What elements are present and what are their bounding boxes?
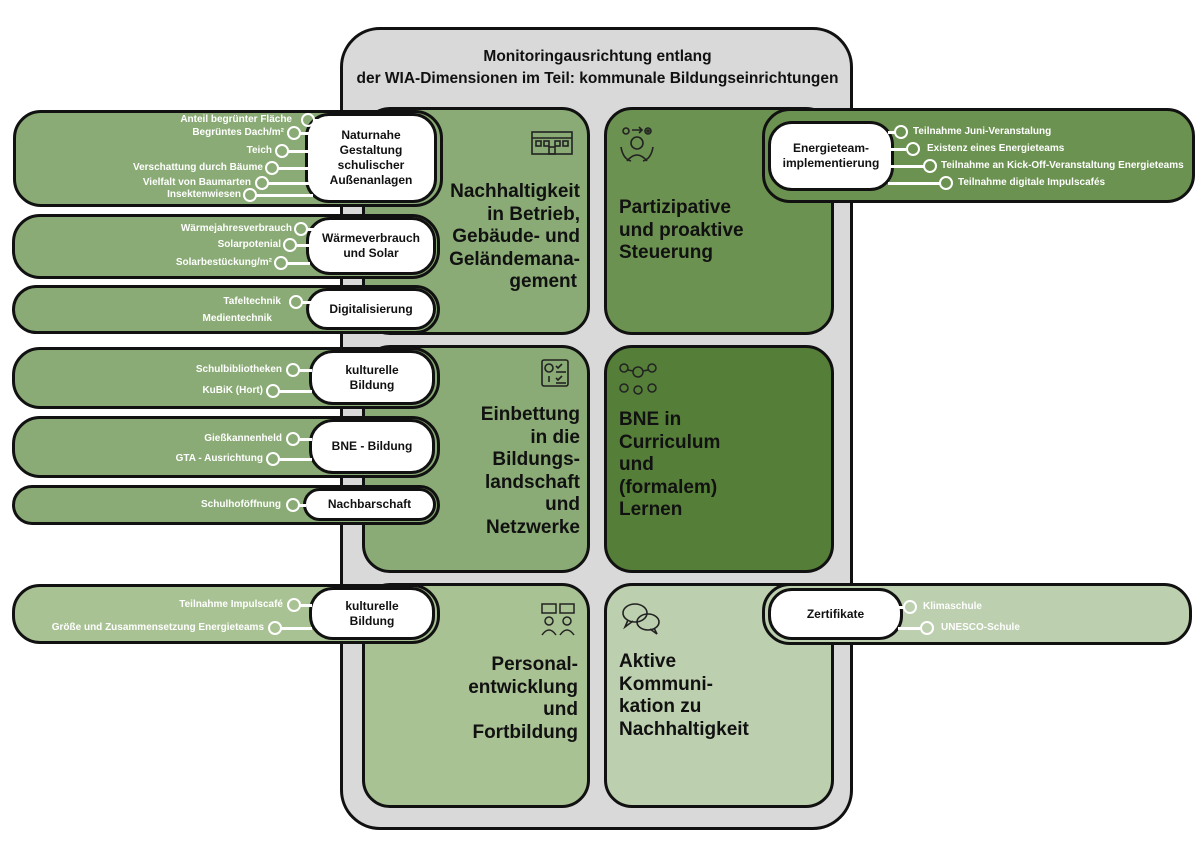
indicator-connector-line xyxy=(280,627,312,630)
indicator-connector-line xyxy=(278,458,312,461)
indicator-connector-line xyxy=(888,131,896,134)
people-network-icon xyxy=(616,360,660,398)
label-energieteam-implementierung: Energieteam-implementierung xyxy=(768,121,894,191)
indicator-existenz-energieteam: Existenz eines Energieteams xyxy=(927,143,1065,154)
label-zertifikate: Zertifikate xyxy=(768,588,903,640)
indicator-connector-dot xyxy=(906,142,920,156)
label-nachbarschaft: Nachbarschaft xyxy=(303,488,436,521)
indicator-kick-off-energieteams: Teilnahme an Kick-Off-Veranstaltung Ener… xyxy=(941,160,1184,171)
indicator-connector-line xyxy=(888,182,940,185)
indicator-connector-line xyxy=(313,119,323,122)
indicator-giesskannenheld: Gießkannenheld xyxy=(204,433,282,444)
indicator-connector-line xyxy=(306,228,316,231)
indicator-verschattung: Verschattung durch Bäume xyxy=(132,162,263,173)
indicator-kubik-hort: KuBiK (Hort) xyxy=(202,385,263,396)
indicator-connector-line xyxy=(898,627,920,630)
indicator-connector-line xyxy=(278,390,312,393)
indicator-waermejahresverbrauch: Wärmejahresverbrauch xyxy=(180,223,292,234)
indicator-klimaschule: Klimaschule xyxy=(923,601,982,612)
indicator-gta-ausrichtung: GTA - Ausrichtung xyxy=(175,453,263,464)
indicator-connector-line xyxy=(255,194,313,197)
indicator-insektenwiesen: Insektenwiesen xyxy=(167,189,241,200)
speech-bubbles-icon xyxy=(620,600,662,636)
quadrant-curriculum xyxy=(604,345,834,573)
indicator-connector-dot xyxy=(923,159,937,173)
indicator-connector-line xyxy=(277,167,313,170)
indicator-teich: Teich xyxy=(246,145,272,156)
indicator-connector-line xyxy=(888,148,906,151)
indicator-schulhofoeffnung: Schulhoföffnung xyxy=(201,499,281,510)
title-line-2: der WIA-Dimensionen im Teil: kommunale B… xyxy=(356,70,839,87)
indicator-tafeltechnik: Tafeltechnik xyxy=(223,296,281,307)
indicator-connector-line xyxy=(298,504,306,507)
indicator-unesco-schule: UNESCO-Schule xyxy=(941,622,1020,633)
indicator-connector-dot xyxy=(894,125,908,139)
checklist-icon xyxy=(540,358,576,390)
indicator-connector-line xyxy=(298,438,312,441)
participation-head-icon xyxy=(617,125,657,165)
indicator-solarpotenial: Solarpotenial xyxy=(217,239,281,250)
indicator-digitale-impulscafes: Teilnahme digitale Impulscafés xyxy=(958,177,1106,188)
indicator-connector-line xyxy=(299,604,312,607)
indicator-connector-dot xyxy=(939,176,953,190)
indicator-connector-line xyxy=(287,150,313,153)
indicator-connector-dot xyxy=(903,600,917,614)
indicator-connector-line xyxy=(299,132,313,135)
indicator-solarbestueckung: Solarbestückung/m² xyxy=(175,257,272,268)
title-line-1: Monitoringausrichtung entlang xyxy=(483,48,712,65)
indicator-medientechnik: Medientechnik xyxy=(202,313,272,324)
label-bne-bildung: BNE - Bildung xyxy=(309,419,435,474)
indicator-teilnahme-impulscafe: Teilnahme Impulscafé xyxy=(179,599,283,610)
indicator-schulbibliotheken: Schulbibliotheken xyxy=(195,364,282,375)
indicator-connector-line xyxy=(298,369,312,372)
indicator-connector-line xyxy=(286,262,310,265)
indicator-connector-line xyxy=(301,301,311,304)
indicator-vielfalt-baumarten: Vielfalt von Baumarten xyxy=(142,177,251,188)
presentation-icon xyxy=(540,602,576,636)
indicator-connector-line xyxy=(267,182,313,185)
indicator-anteil-begruenter-flaeche: Anteil begrünter Fläche xyxy=(180,114,292,125)
indicator-connector-line xyxy=(295,244,310,247)
indicator-connector-line xyxy=(898,606,904,609)
building-icon xyxy=(530,128,574,156)
diagram-title: Monitoringausrichtung entlang der WIA-Di… xyxy=(345,46,850,90)
indicator-connector-dot xyxy=(920,621,934,635)
label-digitalisierung: Digitalisierung xyxy=(306,288,436,330)
indicator-groesse-energieteams: Größe und Zusammensetzung Energieteams xyxy=(51,622,264,633)
indicator-begruentes-dach: Begrüntes Dach/m² xyxy=(192,127,284,138)
indicator-teilnahme-juni: Teilnahme Juni-Veranstalung xyxy=(913,126,1052,137)
indicator-connector-line xyxy=(888,165,924,168)
